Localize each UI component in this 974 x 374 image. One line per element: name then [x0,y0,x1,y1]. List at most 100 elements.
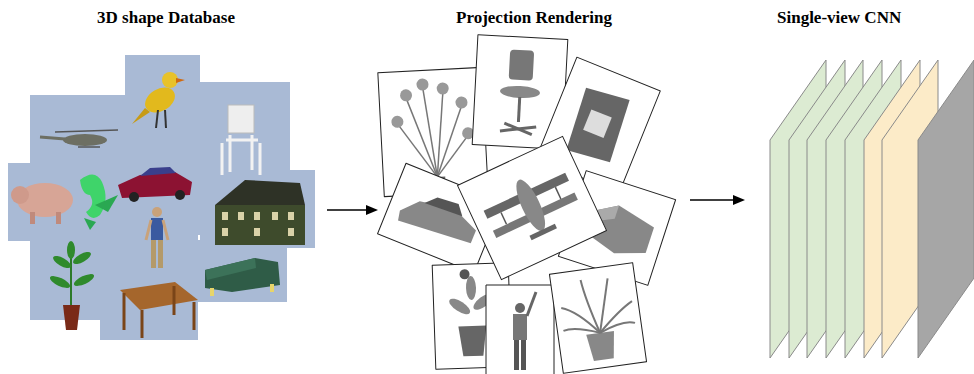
house-model [215,180,305,245]
house-model-part [222,212,294,236]
stage-heading: Single-view CNN [777,8,971,28]
plant-view-part-part [466,276,477,300]
helicopter-model-part [40,137,65,139]
table-model-part-part [141,310,144,338]
chair-view-part [504,123,532,134]
pig-model [11,183,73,224]
flower-view-part-part [391,116,404,129]
helicopter-model-part [63,134,107,146]
shape-database-collage [8,55,315,340]
cnn-group: Single-view CNN [745,8,971,363]
sofa-model-part [210,288,214,296]
table-model-part-part [123,293,126,330]
house-model-part-part [288,228,294,236]
plant-view-part-part [447,296,473,317]
plant-view-part [549,263,646,374]
man-view-part [515,303,525,313]
helicopter-model [40,130,118,147]
plant-view-part [557,273,636,337]
chair-model-part [226,139,258,142]
table-model-part-part [193,302,196,330]
flower-view-part-part [435,135,470,177]
flower-view-part-part [416,78,429,91]
arrow-line [327,209,368,211]
bird-model-part [132,108,150,124]
plant-view-part [458,326,487,357]
box-view-part [562,83,635,167]
airplane-view-part [501,213,506,225]
table-model [120,282,198,338]
bird-model-part [165,110,166,128]
chair-model-part [259,143,262,175]
stage-heading: Projection Rendering [378,8,690,28]
plant-model-part-part [72,272,95,289]
chair-model [222,105,260,175]
pig-model-part [30,212,35,224]
helicopter-model-part [55,130,118,132]
car-model-part [175,190,185,200]
chair-view-part [509,49,535,80]
flower-view-part [389,76,474,143]
pig-model-part [56,212,61,224]
cnn-layers-part [918,60,974,358]
man-model-part [151,218,163,240]
car-model [118,167,192,202]
box-view-part [583,109,612,138]
man-view-part [513,314,527,340]
pig-model-part [11,186,29,204]
bird-model-part [162,72,178,88]
rendering-group: Projection Rendering [378,8,690,370]
man-view-part [514,340,519,370]
plant-model-part [63,305,80,330]
house-model-part-part [238,212,244,220]
plant-view-part-part [563,325,600,338]
flower-view-part-part [423,87,438,177]
dragon-model [80,174,118,230]
shape-database-collage-part-part [100,272,198,340]
chair-model-part [228,105,254,133]
house-model-part-part [272,212,278,220]
table-model-part [124,286,194,338]
car-view-part [424,192,466,218]
arrow-head [733,195,745,205]
flow-arrow [690,195,745,205]
dragon-model-part [95,195,118,212]
airplane-view-part [511,176,551,234]
shape-database-collage-part-part [125,55,200,143]
plant-model-part-part [67,241,75,259]
plant-model-part [70,255,72,305]
table-model-part [120,282,198,310]
plant-model [48,241,95,330]
plant-view-part-part [596,301,635,333]
plant-view-part-part [593,278,615,333]
man-model-part [146,220,151,240]
house-model-part-part [222,228,228,236]
dragon-model-part [80,174,106,217]
table-model-part-part [173,286,176,315]
bird-model-part [156,110,158,128]
rendered-views [378,35,676,374]
airplane-view-part [555,187,560,199]
shape-database-collage-part-part [195,82,290,182]
dragon-model-part [84,218,96,230]
flower-view-part-part [433,91,447,176]
sofa-model-part [205,258,256,280]
airplane-view-part [457,136,606,279]
chair-view-part [500,85,541,99]
plant-view-part-part [581,278,601,334]
flow-arrow [327,205,378,215]
sofa-model-part [270,284,274,292]
plant-model-part [48,241,95,290]
stage-heading: 3D shape Database [5,8,327,28]
chair-model-part [221,143,224,175]
cnn-layers [770,60,974,358]
house-model-part-part [222,212,228,220]
car-model-part [129,192,139,202]
sofa-model-part [205,258,280,292]
shape-database-collage-part [8,55,315,340]
man-model-part [152,207,162,217]
man-view [486,285,554,374]
